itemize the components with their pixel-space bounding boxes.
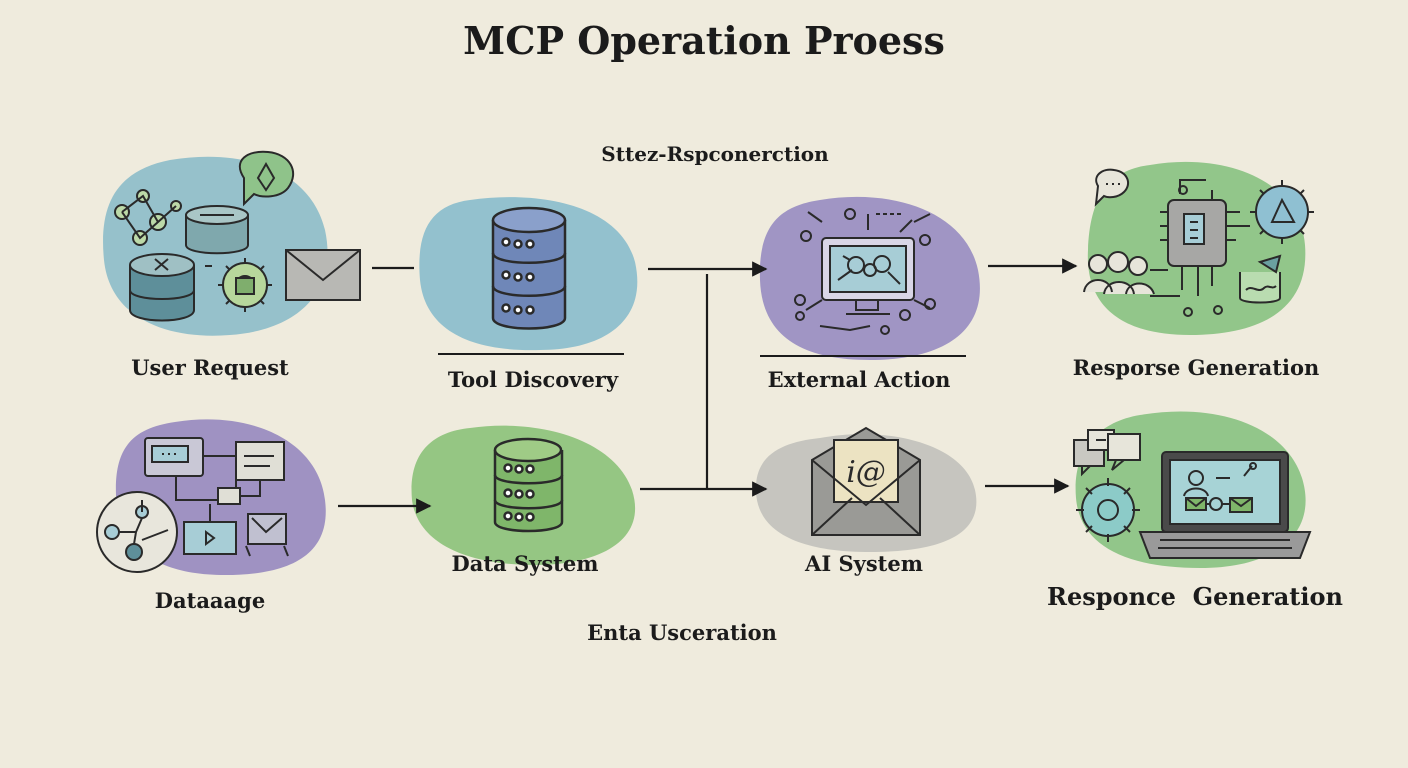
label-tool-discovery: Tool Discovery <box>447 367 619 392</box>
response-top-chip-gear-icon <box>1083 168 1314 317</box>
data-system-database-icon <box>493 437 564 533</box>
label-response-generation-bottom: Responce Generation <box>1047 582 1343 611</box>
user-request-cluster-icon <box>114 150 361 322</box>
node-response-generation-bottom <box>1073 411 1312 568</box>
connectors <box>338 258 1078 514</box>
tool-discovery-database-icon <box>491 206 567 330</box>
label-response-generation-top: Resporse Generation <box>1072 355 1320 380</box>
dataaage-flowchart-cluster-icon <box>96 437 289 573</box>
label-ai-system: AI System <box>805 551 923 576</box>
node-response-generation-top <box>1083 161 1314 335</box>
node-ai-system: i@ <box>755 426 977 552</box>
subtitle-bottom: Enta Usceration <box>587 620 777 645</box>
external-action-monitor-network-icon <box>794 208 936 335</box>
response-bottom-laptop-gear-icon <box>1073 429 1312 559</box>
ai-system-envelope-at-icon: i@ <box>811 426 921 536</box>
node-dataaage <box>96 419 326 575</box>
ai-system-at-glyph: i@ <box>846 455 886 490</box>
node-external-action <box>759 196 980 360</box>
label-data-system: Data System <box>451 551 599 576</box>
node-tool-discovery <box>419 197 638 355</box>
label-dataaage: Dataaage <box>154 588 266 613</box>
subtitle-top: Sttez-Rspconerction <box>601 142 829 166</box>
label-external-action: External Action <box>767 367 951 392</box>
diagram-title: MCP Operation Proess <box>463 18 945 63</box>
node-data-system <box>411 425 636 565</box>
node-user-request <box>103 150 361 336</box>
label-user-request: User Request <box>131 355 289 380</box>
